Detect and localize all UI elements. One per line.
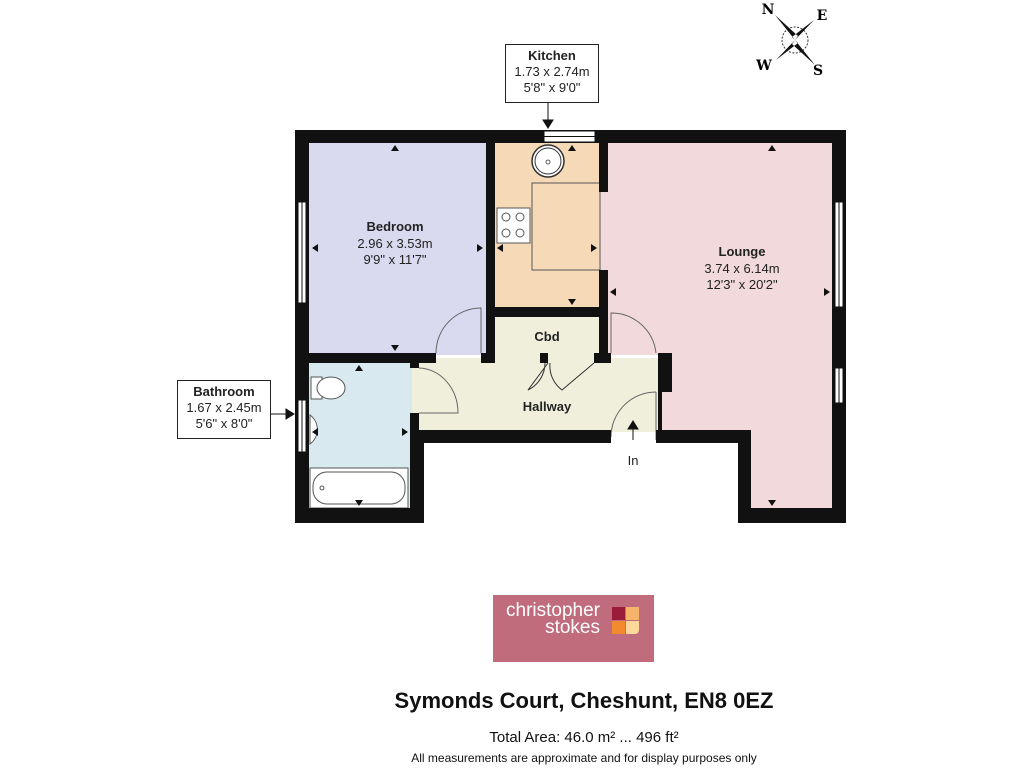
logo-square-icon: [612, 621, 625, 634]
disclaimer: All measurements are approximate and for…: [411, 751, 757, 765]
lounge-name: Lounge: [719, 244, 766, 259]
property-address: Symonds Court, Cheshunt, EN8 0EZ: [394, 688, 774, 713]
kitchen-name: Kitchen: [528, 48, 576, 63]
cbd-name: Cbd: [534, 329, 559, 344]
hallway-area: [412, 358, 660, 432]
kitchen-callout: Kitchen 1.73 x 2.74m 5'8" x 9'0": [505, 44, 599, 103]
hallway-name: Hallway: [523, 399, 572, 414]
logo-square-icon: [612, 607, 625, 620]
bedroom-imperial: 9'9" x 11'7": [363, 252, 426, 267]
kitchen-metric: 1.73 x 2.74m: [514, 64, 590, 79]
logo-line2: stokes: [545, 617, 600, 638]
bathroom-callout: Bathroom 1.67 x 2.45m 5'6" x 8'0": [177, 380, 271, 439]
total-area: Total Area: 46.0 m² ... 496 ft²: [489, 729, 679, 746]
callout-arrows: [270, 102, 639, 440]
dimension-markers: [312, 145, 830, 506]
toilet-icon: [310, 376, 346, 400]
bedroom-metric: 2.96 x 3.53m: [357, 236, 432, 251]
logo-square-icon: [626, 607, 639, 620]
compass-e: E: [817, 8, 828, 24]
agent-logo: christopher stokes: [493, 595, 654, 662]
doors: [418, 307, 657, 440]
bedroom-name: Bedroom: [366, 219, 423, 234]
hob-icon: [496, 207, 531, 244]
cbd-area: [494, 315, 602, 360]
bathroom-metric: 1.67 x 2.45m: [186, 400, 262, 415]
logo-square-icon: [626, 621, 639, 634]
compass-icon: N E W S: [755, 2, 827, 79]
compass-n: N: [762, 2, 775, 18]
compass-s: S: [813, 63, 823, 79]
lounge-metric: 3.74 x 6.14m: [704, 261, 779, 276]
logo-line1: christopher: [506, 600, 600, 621]
lounge-imperial: 12'3" x 20'2": [706, 277, 778, 292]
kitchen-counter: [531, 182, 601, 271]
compass-w: W: [755, 58, 772, 74]
kitchen-imperial: 5'8" x 9'0": [523, 80, 581, 95]
lounge-area: [600, 143, 833, 510]
sink-icon: [531, 144, 565, 178]
entrance-label: In: [628, 453, 639, 468]
bedroom-area: [308, 143, 488, 355]
windows: [297, 130, 844, 453]
bathroom-name: Bathroom: [193, 384, 255, 399]
bathroom-imperial: 5'6" x 8'0": [195, 416, 253, 431]
